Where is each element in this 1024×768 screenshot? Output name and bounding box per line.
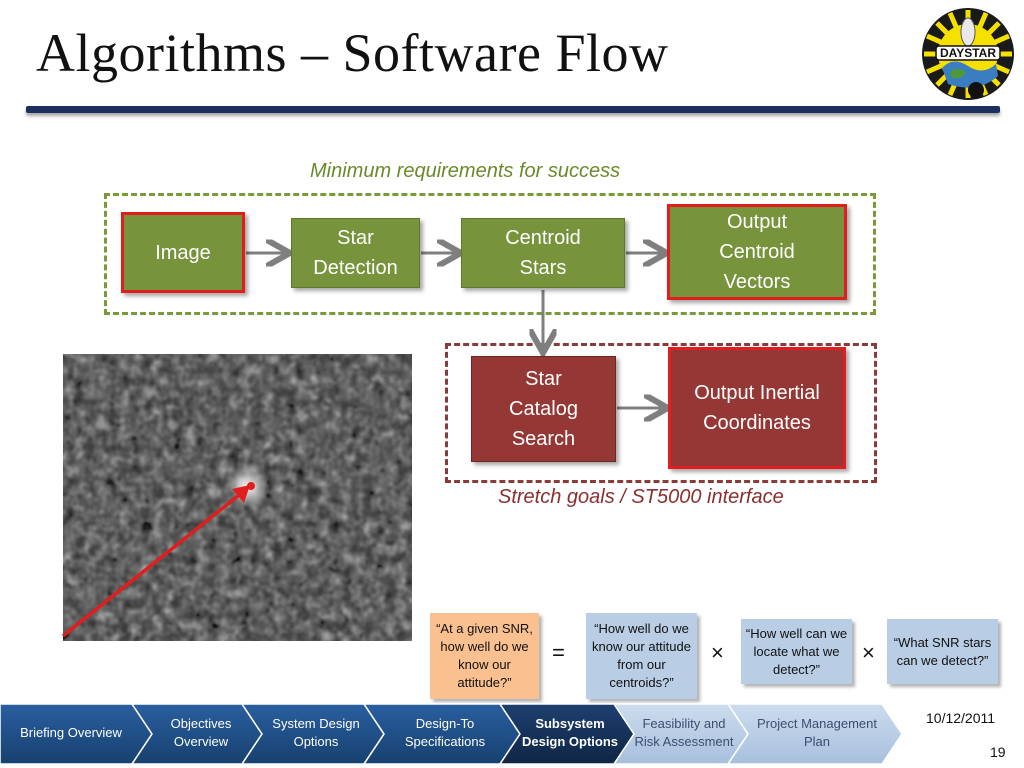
centroid-marker bbox=[247, 482, 255, 490]
box-star-detection: Star Detection bbox=[291, 218, 420, 288]
nav-item-project-management[interactable]: Project Management Plan bbox=[757, 716, 877, 749]
nav-item-objectives-overview[interactable]: Objectives Overview bbox=[170, 716, 232, 749]
times-sign-1: × bbox=[711, 640, 724, 665]
question-snr-stars-text: “What SNR stars can we detect?” bbox=[893, 634, 992, 668]
equals-sign: = bbox=[552, 640, 565, 665]
briefing-nav-bar bbox=[0, 703, 903, 765]
question-locate-detect-text: “How well can we locate what we detect?” bbox=[745, 625, 848, 677]
box-centroid-stars-label: Centroid Stars bbox=[505, 227, 581, 279]
caption-stretch: Stretch goals / ST5000 interface bbox=[498, 486, 784, 508]
nav-item-design-to-specifications[interactable]: Design-To Specifications bbox=[404, 716, 486, 749]
box-output-centroid-vectors: Output Centroid Vectors bbox=[667, 204, 847, 300]
box-star-catalog-label: Star Catalog Search bbox=[509, 368, 578, 450]
nav-item-system-design-options[interactable]: System Design Options bbox=[272, 716, 360, 749]
nav-item-briefing-overview[interactable]: Briefing Overview bbox=[20, 725, 122, 740]
question-snr-stars: “What SNR stars can we detect?” bbox=[887, 619, 998, 684]
star-field-image bbox=[63, 354, 412, 641]
nav-item-subsystem-design-options[interactable]: Subsystem Design Options bbox=[521, 716, 619, 749]
minimum-requirements-group bbox=[104, 193, 876, 315]
box-star-catalog-search: Star Catalog Search bbox=[471, 356, 616, 462]
daystar-logo: DAYSTAR bbox=[922, 8, 1014, 100]
page-number: 19 bbox=[990, 744, 1006, 760]
times-sign-2: × bbox=[862, 640, 875, 665]
box-output-inertial-coordinates: Output Inertial Coordinates bbox=[668, 347, 846, 469]
page-title: Algorithms – Software Flow bbox=[36, 23, 669, 83]
stretch-goals-group bbox=[445, 343, 877, 483]
question-attitude-centroids-text: “How well do we know our attitude from o… bbox=[591, 621, 691, 690]
question-attitude-centroids: “How well do we know our attitude from o… bbox=[586, 613, 697, 699]
nav-item-feasibility-risk[interactable]: Feasibility and Risk Assessment bbox=[634, 716, 734, 749]
box-star-detection-label: Star Detection bbox=[313, 227, 398, 279]
question-attitude-snr-text: “At a given SNR, how well do we know our… bbox=[436, 621, 533, 690]
question-attitude-snr: “At a given SNR, how well do we know our… bbox=[430, 613, 539, 699]
nav-chevron-project bbox=[726, 703, 903, 765]
caption-minimum: Minimum requirements for success bbox=[310, 160, 621, 182]
logo-text: DAYSTAR bbox=[940, 46, 996, 60]
box-output-centroid-label: Output Centroid Vectors bbox=[719, 211, 795, 293]
slide-date: 10/12/2011 bbox=[926, 710, 996, 726]
box-image-label: Image bbox=[155, 241, 211, 264]
question-locate-detect: “How well can we locate what we detect?” bbox=[741, 619, 852, 684]
title-underline bbox=[26, 106, 1000, 113]
box-output-inertial-label: Output Inertial Coordinates bbox=[694, 382, 820, 434]
box-image: Image bbox=[121, 212, 245, 293]
box-centroid-stars: Centroid Stars bbox=[461, 218, 625, 288]
